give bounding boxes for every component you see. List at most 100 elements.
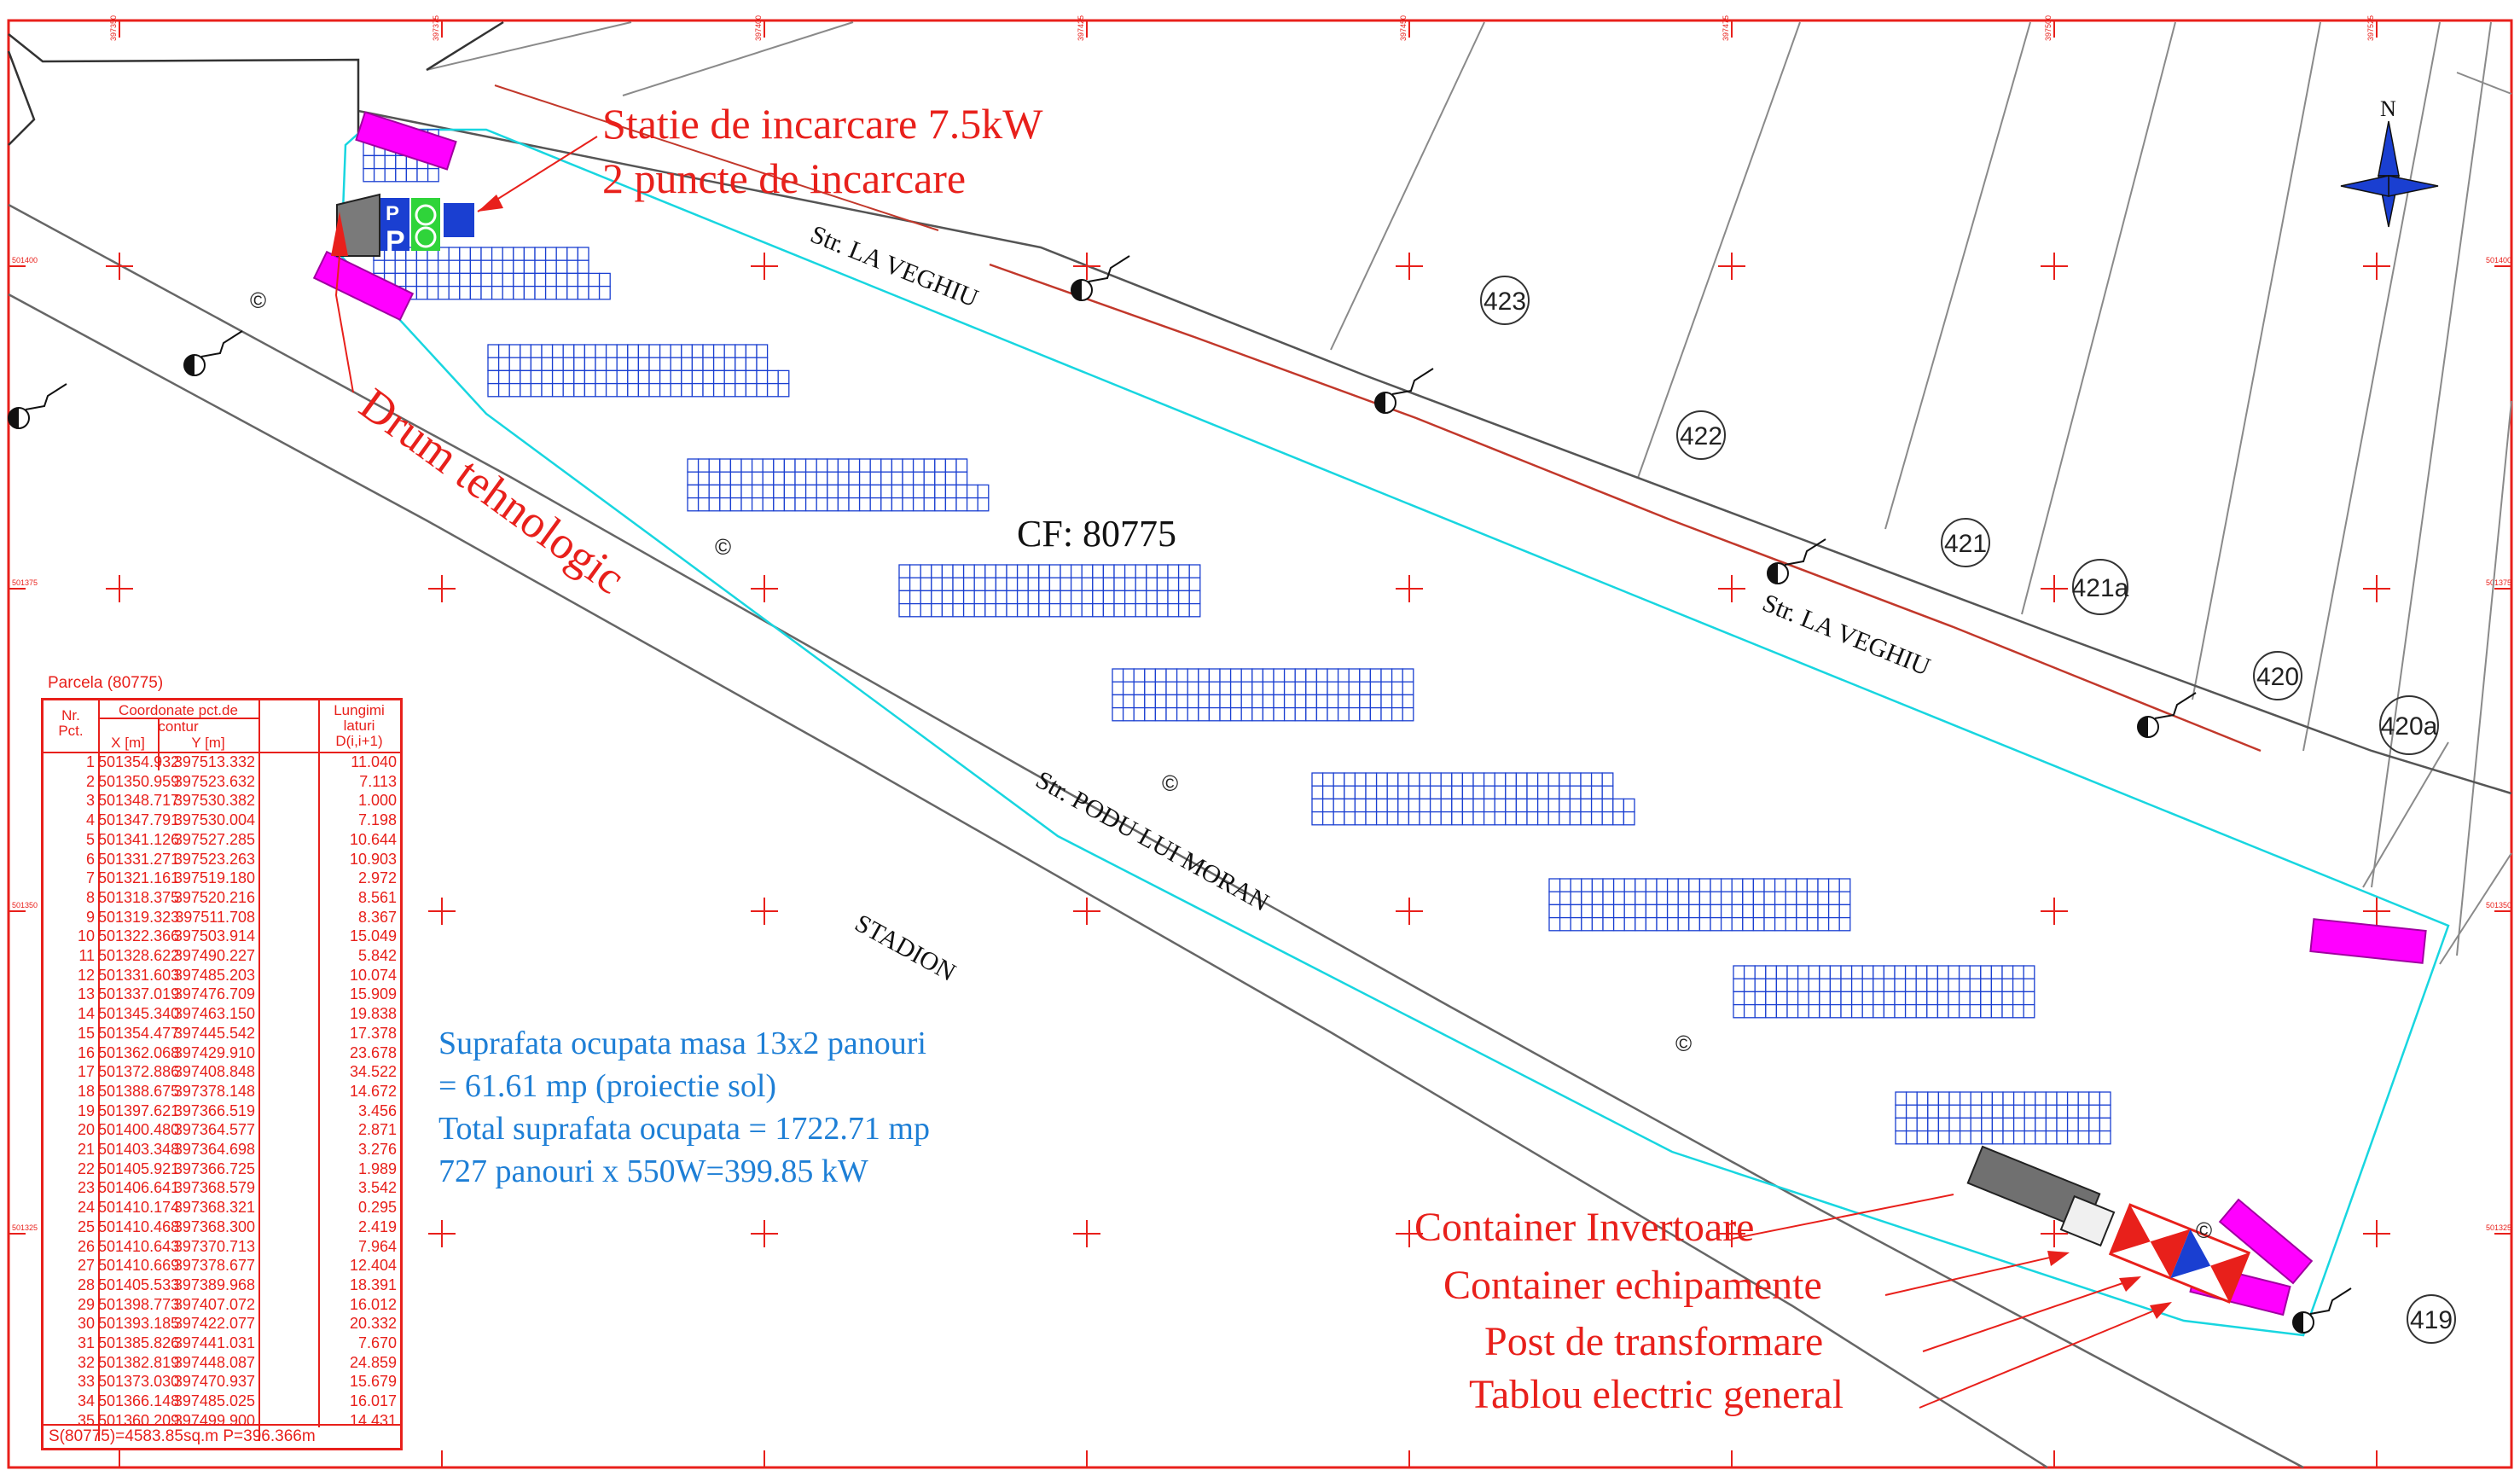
grid-label-side: 501325 xyxy=(12,1223,38,1232)
solar-panel xyxy=(941,577,954,592)
table-cell: 5.842 xyxy=(357,947,397,964)
solar-panel xyxy=(1581,904,1594,919)
solar-panel xyxy=(1262,694,1275,709)
solar-panel xyxy=(898,577,911,592)
solar-panel xyxy=(383,259,396,275)
solar-panel xyxy=(1365,772,1378,787)
solar-panel xyxy=(1112,681,1124,696)
solar-panel xyxy=(2056,1091,2069,1106)
solar-panel xyxy=(2077,1091,2090,1106)
solar-panel xyxy=(469,247,482,261)
solar-panel xyxy=(1548,916,1561,932)
solar-panel xyxy=(931,590,944,605)
solar-panel xyxy=(848,458,861,473)
solar-panel xyxy=(530,369,543,385)
solar-panel xyxy=(1873,978,1885,993)
table-cell: 501398.773 xyxy=(98,1295,180,1313)
solar-panel xyxy=(909,564,921,578)
table-cell: 23.678 xyxy=(349,1043,397,1061)
solar-panel xyxy=(1916,1104,1929,1119)
solar-panel xyxy=(577,259,589,275)
survey-grid-crosses xyxy=(106,253,2390,1247)
solar-panel xyxy=(691,344,704,358)
lot-boundaries xyxy=(426,21,2512,965)
solar-panel xyxy=(1666,904,1679,919)
solar-panel xyxy=(480,272,493,288)
lamp-post-icon xyxy=(2138,717,2148,737)
table-cell: 17 xyxy=(77,1063,95,1081)
solar-panel xyxy=(1327,681,1339,696)
table-cell: 2.871 xyxy=(357,1121,397,1139)
solar-panel xyxy=(670,369,682,385)
solar-panel xyxy=(1311,811,1324,826)
solar-panel xyxy=(777,369,790,385)
solar-panel xyxy=(1980,965,1993,979)
solar-panel xyxy=(1060,564,1072,578)
solar-panel xyxy=(480,259,493,275)
solar-panel xyxy=(1188,564,1201,578)
solar-panel xyxy=(1536,785,1549,800)
solar-panel xyxy=(745,357,758,372)
solar-panel xyxy=(1959,1117,1971,1132)
table-cell: 397408.848 xyxy=(173,1063,255,1081)
solar-panel xyxy=(448,259,461,275)
solar-panel xyxy=(1806,891,1819,906)
solar-panel xyxy=(2012,965,2024,979)
solar-panel xyxy=(1752,916,1765,932)
solar-panel xyxy=(577,247,589,261)
grid-cross xyxy=(106,253,133,280)
solar-panel xyxy=(1991,1104,2004,1119)
table-cell: 32 xyxy=(77,1353,95,1371)
solar-panel xyxy=(1840,965,1853,979)
solar-panel xyxy=(934,497,947,512)
grid-label-side: 501350 xyxy=(2486,901,2511,909)
table-cell: 397476.709 xyxy=(173,985,255,1003)
solar-panel xyxy=(962,577,975,592)
solar-panel xyxy=(1731,904,1744,919)
solar-panel xyxy=(605,344,618,358)
solar-panel xyxy=(962,590,975,605)
table-cell: 501322.366 xyxy=(98,927,180,945)
table-header-length: laturi xyxy=(343,718,375,734)
solar-panel xyxy=(1829,991,1842,1006)
solar-panel xyxy=(1006,590,1019,605)
solar-panel xyxy=(595,357,607,372)
solar-panel xyxy=(735,357,747,372)
solar-panel xyxy=(1980,978,1993,993)
solar-panel xyxy=(1451,811,1464,826)
solar-panel xyxy=(415,259,428,275)
solar-panel xyxy=(804,458,817,473)
solar-panel xyxy=(1927,1091,1940,1106)
solar-panel xyxy=(1451,798,1464,813)
solar-panel xyxy=(697,471,710,486)
solar-panel xyxy=(1113,564,1126,578)
solar-panel xyxy=(637,369,650,385)
solar-panel xyxy=(783,458,796,473)
solar-panel xyxy=(1397,798,1410,813)
solar-panel xyxy=(595,369,607,385)
solar-panel xyxy=(1113,590,1126,605)
solar-panel xyxy=(1294,681,1307,696)
solar-panel xyxy=(513,247,525,261)
table-header-nr: Nr. xyxy=(61,707,80,723)
charging-station-label-line2: 2 puncte de incarcare xyxy=(602,154,966,202)
table-cell: 7 xyxy=(85,869,95,887)
solar-panel xyxy=(1494,798,1507,813)
solar-panel xyxy=(670,382,682,398)
solar-panel xyxy=(605,357,618,372)
solar-panel xyxy=(1580,785,1593,800)
solar-panel xyxy=(1146,577,1158,592)
solar-panel xyxy=(2012,1130,2025,1145)
solar-panel xyxy=(1548,878,1561,892)
solar-panel xyxy=(469,285,482,300)
solar-panel xyxy=(1505,772,1518,787)
grid-cross xyxy=(2363,898,2390,925)
solar-panel xyxy=(837,484,850,499)
solar-panel xyxy=(648,344,661,358)
table-cell: 501410.643 xyxy=(98,1237,180,1255)
solar-panel xyxy=(659,357,671,372)
